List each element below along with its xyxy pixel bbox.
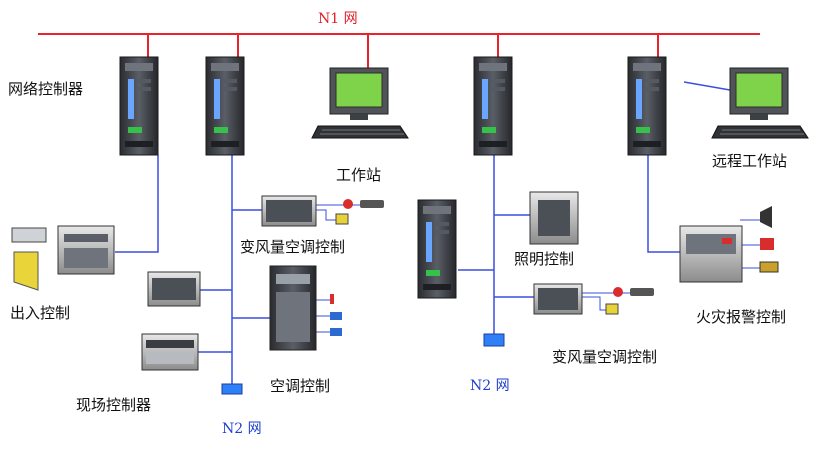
n1-network-label: N1 网 (318, 11, 358, 27)
access-control-device (11, 225, 115, 291)
n2-network-lines (115, 81, 731, 384)
lighting-field-server (417, 199, 457, 299)
network-controller-server-4 (627, 56, 667, 156)
vav-controller-left (261, 195, 384, 227)
field-controller-label: 现场控制器 (76, 396, 152, 414)
n1-network-line (38, 33, 760, 68)
field-controller-device-2 (141, 333, 199, 371)
vav-control-left-label: 变风量空调控制 (240, 238, 346, 256)
fire-alarm-panel (679, 206, 779, 283)
n2-terminator-left (221, 383, 243, 395)
network-controller-server-3 (473, 56, 513, 156)
fire-alarm-control-label: 火灾报警控制 (696, 308, 787, 326)
ac-control-cabinet (269, 265, 342, 351)
network-controller-server-2 (205, 56, 245, 156)
lighting-control-device (529, 191, 579, 245)
workstation-computer (311, 67, 409, 139)
remote-workstation-computer (711, 67, 809, 139)
network-controller-server-1 (119, 56, 159, 156)
network-controller-label: 网络控制器 (8, 80, 84, 98)
n2-network-left-label: N2 网 (222, 421, 262, 437)
field-controller-device-1 (147, 271, 201, 307)
lighting-control-label: 照明控制 (514, 250, 575, 268)
n2-terminator-right (483, 333, 505, 347)
ac-control-label: 空调控制 (270, 377, 331, 395)
n2-network-right-label: N2 网 (470, 378, 510, 394)
vav-control-right-label: 变风量空调控制 (552, 348, 658, 366)
vav-controller-right (533, 283, 654, 315)
remote-workstation-label: 远程工作站 (712, 152, 788, 170)
workstation-label: 工作站 (336, 166, 382, 184)
access-control-label: 出入控制 (10, 304, 71, 322)
